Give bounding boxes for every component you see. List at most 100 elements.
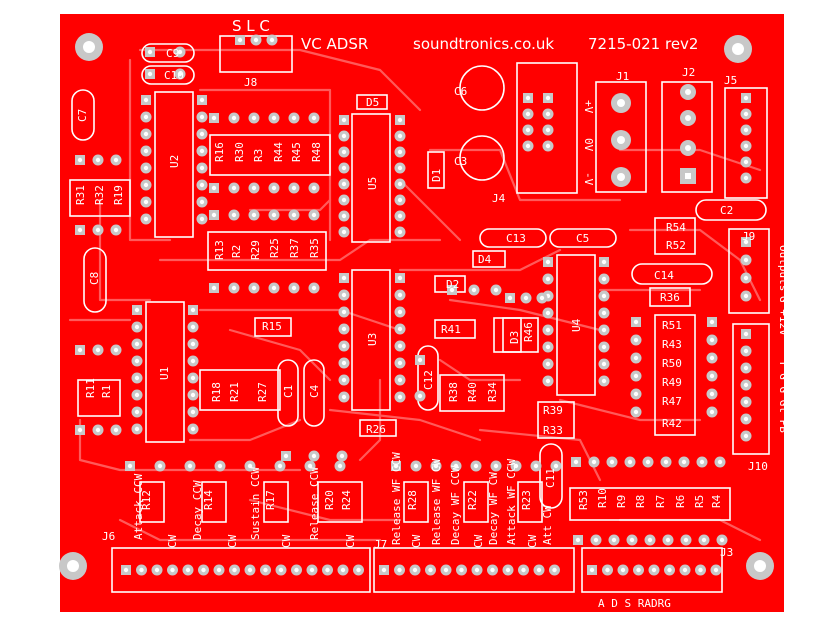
label-c10: C10 — [164, 69, 184, 82]
solder-pad-hole — [627, 459, 633, 465]
solder-pad-hole — [247, 567, 253, 573]
solder-pad-hole — [311, 115, 317, 121]
solder-pad-hole — [633, 391, 639, 397]
solder-pad-hole — [291, 185, 297, 191]
solder-pad-hole — [682, 567, 688, 573]
solder-pad-hole — [601, 378, 607, 384]
solder-pad-hole — [199, 131, 205, 137]
solder-pad-hole — [341, 181, 347, 187]
plus-v-label: +V — [582, 100, 595, 114]
label-r47: R47 — [662, 395, 682, 408]
label-r11: R11 — [84, 378, 97, 398]
solder-pad-hole — [291, 115, 297, 121]
solder-pad-hole — [113, 157, 119, 163]
solder-pad-hole — [339, 453, 345, 459]
label-r21: R21 — [228, 382, 241, 402]
label-c12: C12 — [422, 370, 435, 390]
solder-pad-hole — [743, 399, 749, 405]
solder-pad-hole — [743, 416, 749, 422]
label-c13: C13 — [506, 232, 526, 245]
solder-pad-hole — [545, 327, 551, 333]
label-c5: C5 — [576, 232, 589, 245]
label-r45: R45 — [290, 142, 303, 162]
solder-pad-hole — [77, 157, 83, 163]
label-j6: J6 — [102, 530, 115, 543]
solder-pad-hole — [667, 567, 672, 573]
cw-label: CW — [226, 534, 239, 548]
solder-pad-hole — [217, 463, 223, 469]
site-label: soundtronics.co.uk — [413, 35, 554, 53]
solder-pad-hole — [341, 275, 347, 281]
solder-pad-hole — [605, 567, 610, 573]
solder-pad-hole — [709, 355, 715, 361]
solder-pad-hole — [545, 310, 551, 316]
solder-pad-hole — [665, 537, 671, 543]
solder-pad-hole — [459, 567, 464, 573]
label-c8: C8 — [88, 272, 101, 285]
solder-pad-hole — [417, 357, 423, 363]
label-r8: R8 — [634, 495, 647, 508]
solder-pad-hole — [473, 463, 479, 469]
solder-pad-hole — [575, 537, 581, 543]
solder-pad-hole — [611, 537, 617, 543]
slc-label: S L C — [232, 17, 270, 35]
solder-pad-hole — [211, 185, 217, 191]
solder-pad-hole — [190, 375, 196, 381]
label-c9: C9 — [166, 47, 179, 60]
solder-pad-hole — [493, 463, 499, 469]
label-r16: R16 — [213, 142, 226, 162]
solder-pad-hole — [341, 133, 347, 139]
label-j10: J10 — [748, 460, 768, 473]
label-u5: U5 — [366, 177, 379, 190]
label-r51: R51 — [662, 319, 682, 332]
solder-pad-hole — [341, 229, 347, 235]
solder-pad-hole — [525, 95, 531, 101]
solder-pad-hole — [134, 341, 140, 347]
solder-pad-hole — [341, 197, 347, 203]
label-r19: R19 — [112, 185, 125, 205]
solder-pad-hole — [633, 409, 639, 415]
solder-pad-hole — [251, 185, 257, 191]
solder-pad-hole — [199, 216, 205, 222]
solder-pad-hole — [397, 567, 402, 573]
solder-pad-hole — [545, 143, 551, 149]
label-r15: R15 — [262, 320, 282, 333]
solder-pad-hole — [513, 463, 519, 469]
label-r28: R28 — [406, 490, 419, 510]
label-r30: R30 — [233, 142, 246, 162]
solder-pad-hole — [743, 175, 749, 181]
label-r29: R29 — [249, 240, 262, 260]
solder-pad-hole — [601, 293, 607, 299]
solder-pad-hole — [341, 360, 347, 366]
solder-pad-hole — [505, 567, 511, 573]
solder-pad-hole — [232, 567, 237, 573]
solder-pad-hole — [231, 285, 237, 291]
cw-label: CW — [526, 534, 539, 548]
solder-pad-hole — [743, 275, 749, 281]
solder-pad-hole — [185, 567, 191, 573]
solder-pad-hole — [341, 165, 347, 171]
label-u1: U1 — [158, 367, 171, 380]
solder-pad-hole — [397, 117, 403, 123]
attack-wf-ccw-label: Attack WF CCW — [505, 459, 518, 545]
solder-pad-hole — [95, 227, 101, 233]
solder-pad-hole — [134, 358, 140, 364]
solder-pad-hole — [743, 433, 749, 439]
solder-pad-hole — [709, 319, 715, 325]
solder-pad-hole — [199, 165, 205, 171]
solder-pad-hole — [307, 463, 313, 469]
solder-pad-hole — [134, 307, 140, 313]
solder-pad-hole — [545, 95, 551, 101]
solder-pad-hole — [743, 257, 749, 263]
solder-pad-hole — [127, 463, 133, 469]
release-wf-cw-label: Release WF CW — [430, 459, 443, 545]
label-c6: C6 — [454, 85, 467, 98]
label-r35: R35 — [308, 238, 321, 258]
label-r34: R34 — [486, 382, 499, 402]
solder-pad-hole — [291, 285, 297, 291]
label-r52: R52 — [666, 239, 686, 252]
solder-pad-hole — [271, 212, 277, 218]
label-r31: R31 — [74, 185, 87, 205]
label-c3: C3 — [454, 155, 467, 168]
solder-pad-hole — [311, 212, 317, 218]
